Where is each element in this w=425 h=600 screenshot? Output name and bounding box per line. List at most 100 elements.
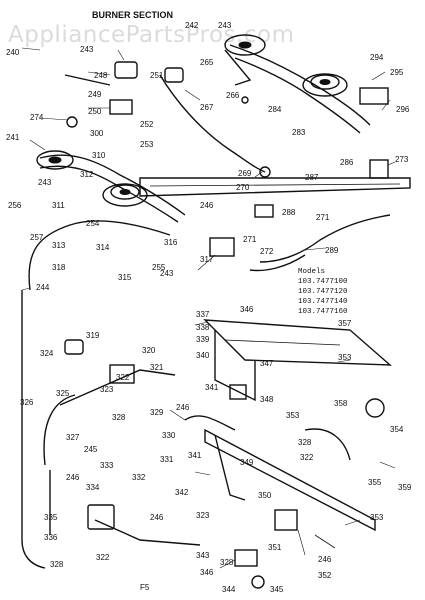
callout: 243 xyxy=(160,269,174,278)
callout: 289 xyxy=(325,246,339,255)
callout: 327 xyxy=(66,433,80,442)
callout: 341 xyxy=(188,451,202,460)
callout: 325 xyxy=(56,389,70,398)
callout: 341 xyxy=(205,383,219,392)
leader-lines xyxy=(21,47,396,569)
callout: 346 xyxy=(240,305,254,314)
callout: 312 xyxy=(80,170,94,179)
section-title: BURNER SECTION xyxy=(92,10,173,20)
models-heading: Models xyxy=(298,268,325,276)
callout: 328 xyxy=(50,560,64,569)
callout: 333 xyxy=(100,461,114,470)
callout: 246 xyxy=(176,403,190,412)
callout: 295 xyxy=(390,68,404,77)
callout: 358 xyxy=(334,399,348,408)
callout: 317 xyxy=(200,255,214,264)
callout: 254 xyxy=(86,219,100,228)
callout: 328 xyxy=(112,413,126,422)
callout: 343 xyxy=(196,551,210,560)
callout: 244 xyxy=(36,283,50,292)
callout: 357 xyxy=(338,319,352,328)
callout: 323 xyxy=(100,385,114,394)
figure-footer: F5 xyxy=(140,583,150,592)
callout: 243 xyxy=(38,178,52,187)
callout: 359 xyxy=(398,483,412,492)
callout: 322 xyxy=(116,373,130,382)
callout: 352 xyxy=(318,571,332,580)
callout: 335 xyxy=(44,513,58,522)
callout: 270 xyxy=(236,183,250,192)
callout: 283 xyxy=(292,128,306,137)
callout: 267 xyxy=(200,103,214,112)
callout: 246 xyxy=(318,555,332,564)
callout: 245 xyxy=(84,445,98,454)
callout: 274 xyxy=(30,113,44,122)
callout: 330 xyxy=(162,431,176,440)
callout: 338 xyxy=(196,323,210,332)
callout: 344 xyxy=(222,585,236,594)
callout: 249 xyxy=(88,90,102,99)
callout: 348 xyxy=(260,395,274,404)
callout: 322 xyxy=(300,453,314,462)
callout: 243 xyxy=(218,21,232,30)
callout: 351 xyxy=(268,543,282,552)
callout: 324 xyxy=(40,349,54,358)
oven-assembly xyxy=(43,319,392,589)
callout: 353 xyxy=(338,353,352,362)
callout: 332 xyxy=(132,473,146,482)
callout: 242 xyxy=(185,21,199,30)
callout: 342 xyxy=(175,488,189,497)
callout: 323 xyxy=(196,511,210,520)
callout: 328 xyxy=(298,438,312,447)
callout: 334 xyxy=(86,483,100,492)
callout: 246 xyxy=(200,201,214,210)
callout: 320 xyxy=(142,346,156,355)
callout: 354 xyxy=(390,425,404,434)
callout: 340 xyxy=(196,351,210,360)
callout: 321 xyxy=(150,363,164,372)
callout: 350 xyxy=(258,491,272,500)
callout: 331 xyxy=(160,455,174,464)
callout: 255 xyxy=(152,263,166,272)
callout: 339 xyxy=(196,335,210,344)
callout: 345 xyxy=(270,585,284,594)
callout: 315 xyxy=(118,273,132,282)
model-number: 103.7477120 xyxy=(298,288,348,296)
callout: 300 xyxy=(90,129,104,138)
callout: 240 xyxy=(6,48,20,57)
callout: 311 xyxy=(52,201,65,210)
callout: 287 xyxy=(305,173,319,182)
model-number: 103.7477160 xyxy=(298,308,348,316)
callout: 337 xyxy=(196,310,210,319)
callout: 288 xyxy=(282,208,296,217)
callout: 296 xyxy=(396,105,410,114)
callout: 322 xyxy=(96,553,110,562)
callout: 250 xyxy=(88,107,102,116)
callout: 256 xyxy=(8,201,22,210)
callout: 294 xyxy=(370,53,384,62)
callout: 328 xyxy=(220,558,234,567)
callout: 353 xyxy=(286,411,300,420)
callout: 316 xyxy=(164,238,178,247)
callout: 336 xyxy=(44,533,58,542)
model-number: 103.7477100 xyxy=(298,278,348,286)
callout: 266 xyxy=(226,91,240,100)
callout: 273 xyxy=(395,155,409,164)
callout: 253 xyxy=(140,140,154,149)
callout: 347 xyxy=(260,359,274,368)
callout: 314 xyxy=(96,243,110,252)
callout: 248 xyxy=(94,71,108,80)
burner-assembly xyxy=(21,34,411,569)
callout: 326 xyxy=(20,398,34,407)
callout: 355 xyxy=(368,478,382,487)
callout: 346 xyxy=(200,568,214,577)
callout: 251 xyxy=(150,71,164,80)
callout: 252 xyxy=(140,120,154,129)
top-small-parts xyxy=(64,49,389,257)
callout: 257 xyxy=(30,233,44,242)
callout: 349 xyxy=(240,458,254,467)
callout: 319 xyxy=(86,331,100,340)
callout: 353 xyxy=(370,513,384,522)
callout: 265 xyxy=(200,58,214,67)
